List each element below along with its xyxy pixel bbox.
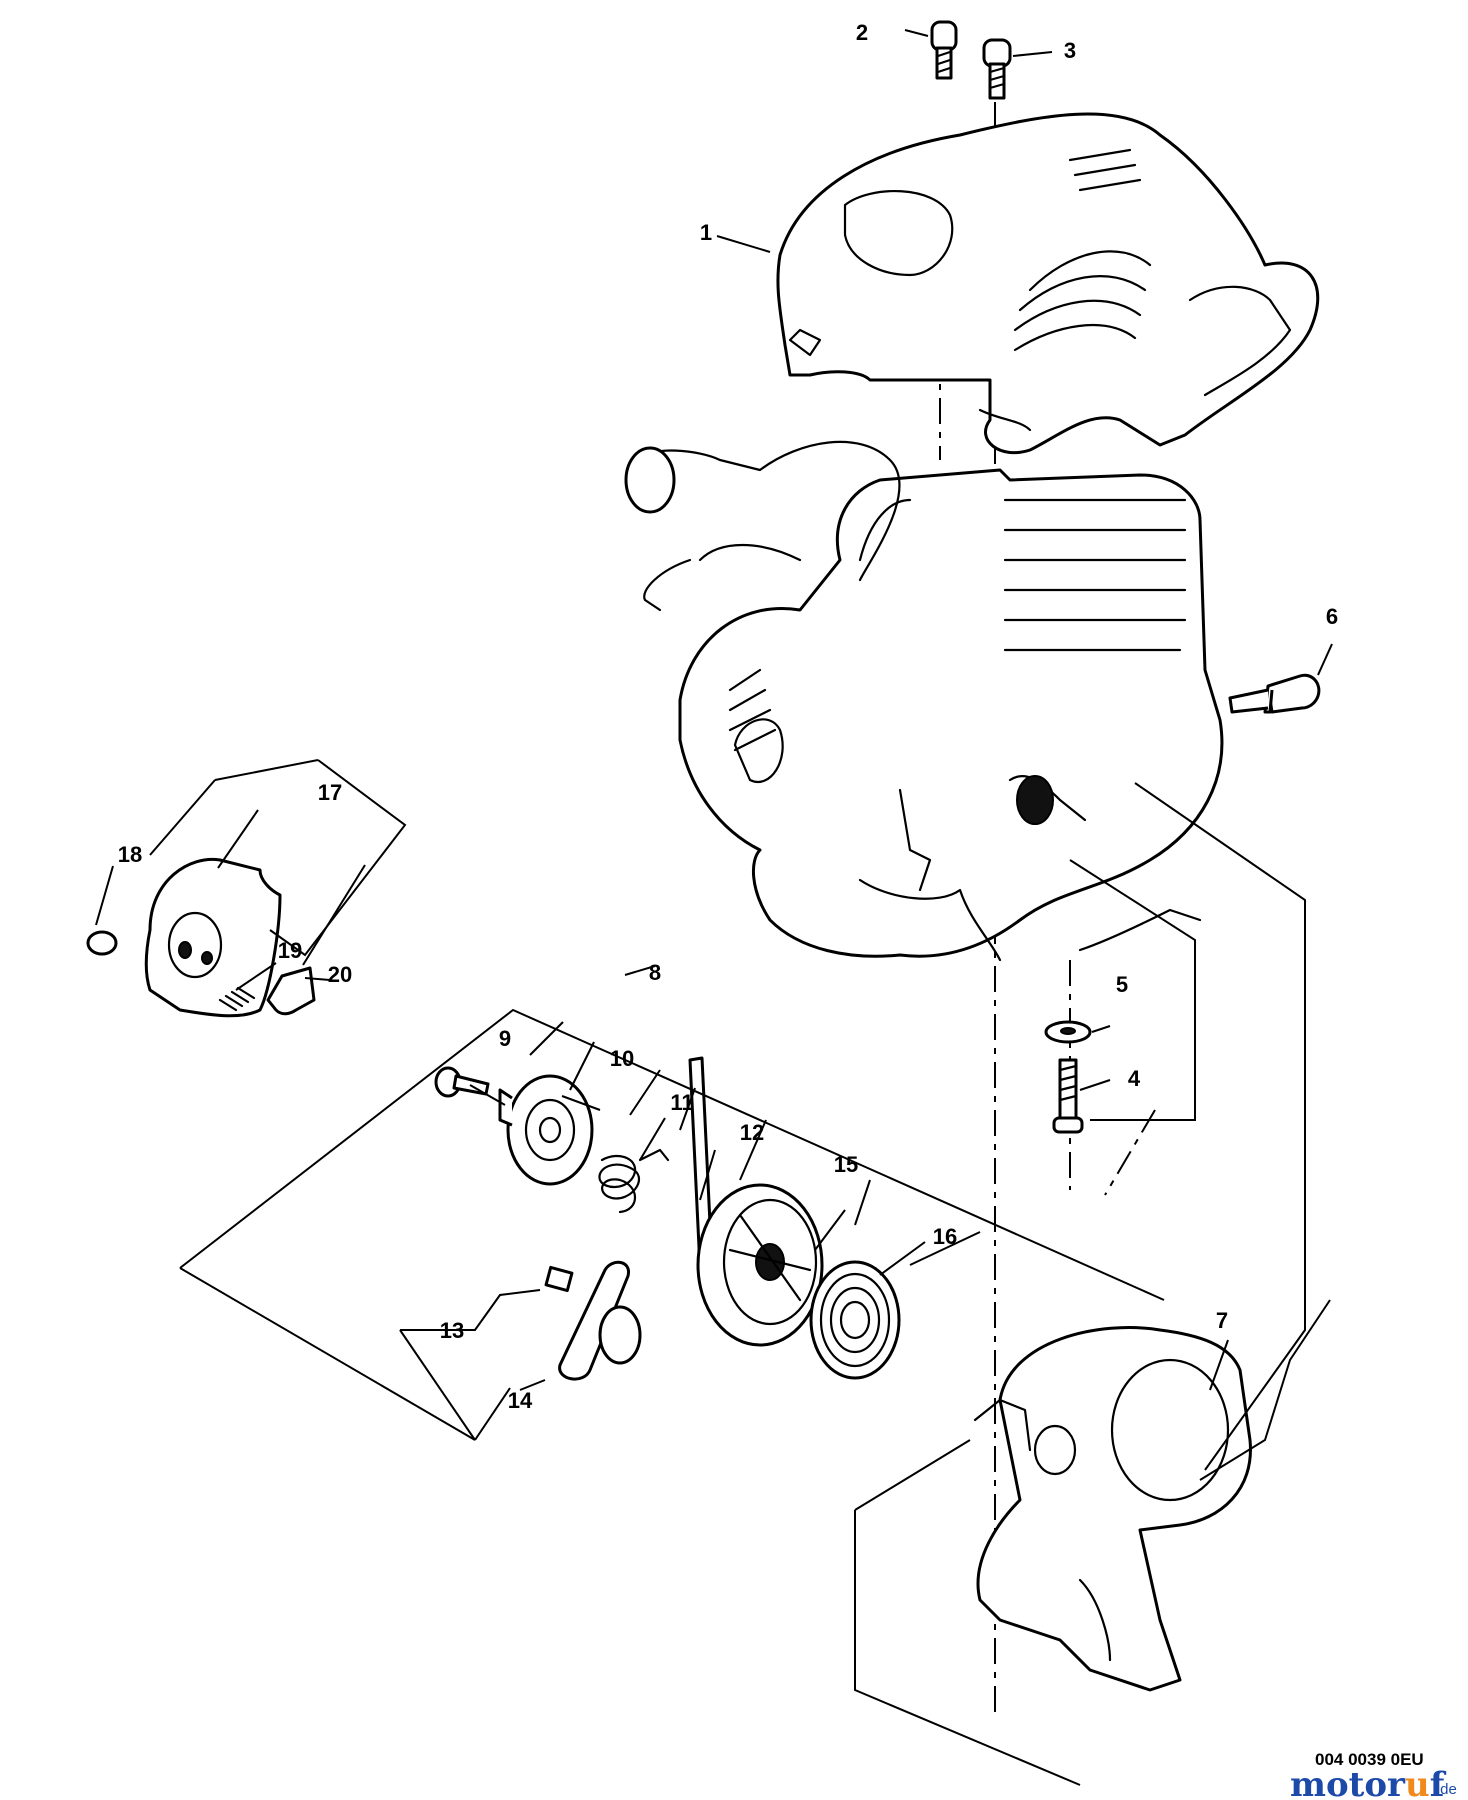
callout-4: 4 — [1128, 1066, 1141, 1091]
callout-2: 2 — [856, 20, 868, 45]
callout-labels: 2 3 1 6 17 18 8 5 19 20 9 10 4 11 12 15 … — [118, 20, 1338, 1413]
svg-text:motoruf: motoruf — [1290, 1765, 1447, 1800]
diagram-reference-code: 004 0039 0EU — [1315, 1750, 1424, 1769]
callout-3: 3 — [1064, 38, 1076, 63]
engine-block — [624, 440, 1224, 962]
leader-lines — [95, 29, 1333, 1786]
bolt-6[interactable] — [1228, 673, 1321, 714]
recoil-spring-16[interactable] — [809, 1260, 901, 1380]
rope-pulley-10[interactable] — [498, 1074, 594, 1186]
callout-19: 19 — [278, 938, 302, 963]
watermark-text-c: f — [1430, 1765, 1447, 1800]
callout-11: 11 — [670, 1090, 693, 1115]
bolt-4[interactable] — [1052, 1058, 1084, 1134]
callout-10: 10 — [610, 1046, 634, 1071]
starter-housing[interactable] — [973, 1326, 1252, 1692]
callout-14: 14 — [508, 1388, 533, 1413]
callout-1: 1 — [700, 220, 712, 245]
rope-handle-14[interactable] — [544, 1260, 642, 1381]
callout-17: 17 — [318, 780, 342, 805]
callout-5: 5 — [1116, 972, 1128, 997]
callout-6: 6 — [1326, 604, 1338, 629]
watermark-text-a: motor — [1290, 1765, 1406, 1800]
callout-16: 16 — [933, 1224, 957, 1249]
washer-5[interactable] — [1044, 1020, 1092, 1044]
watermark-text-b: u — [1405, 1765, 1430, 1800]
pawl-cover-17[interactable] — [144, 857, 282, 1018]
callout-18: 18 — [118, 842, 142, 867]
callout-7: 7 — [1216, 1308, 1228, 1333]
e-clip-18[interactable] — [86, 930, 118, 956]
callout-8: 8 — [649, 960, 661, 985]
starter-reel-15[interactable] — [696, 1183, 824, 1347]
bolt-3[interactable] — [982, 38, 1012, 100]
callout-12: 12 — [740, 1120, 764, 1145]
callout-13: 13 — [440, 1318, 464, 1343]
bolt-2[interactable] — [930, 20, 958, 80]
watermark-tld: .de — [1436, 1781, 1457, 1798]
coil-spring-11[interactable] — [598, 1148, 670, 1214]
motoruf-watermark-logo: motoruf .de — [1290, 1765, 1457, 1800]
pawl-spring-19[interactable] — [218, 986, 256, 1012]
engine-cover-part[interactable] — [776, 112, 1320, 455]
pawl-20[interactable] — [266, 966, 316, 1016]
callout-15: 15 — [834, 1152, 858, 1177]
callout-20: 20 — [328, 962, 352, 987]
callout-9: 9 — [499, 1026, 511, 1051]
